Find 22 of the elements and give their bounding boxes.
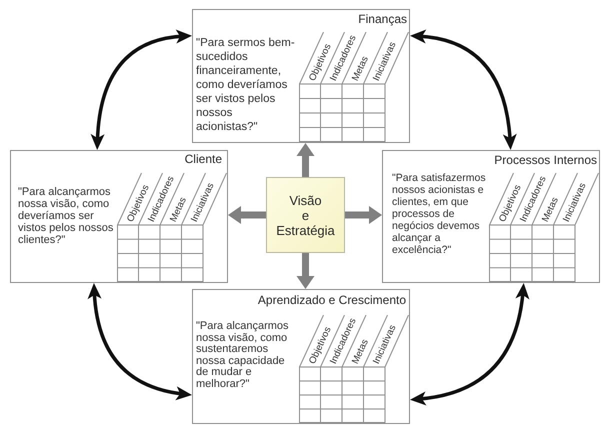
- question-text: "Para alcançarmos nossa visão, como deveríamos ser vistos pelos nossos clientes?": [18, 186, 114, 246]
- perspective-title: Cliente: [184, 152, 222, 166]
- perspective-title: Processos Internos: [494, 153, 597, 167]
- vision-box: [266, 177, 345, 253]
- arrow: [345, 206, 382, 224]
- arrow: [296, 143, 314, 177]
- arrow: [228, 206, 266, 224]
- perspective-title: Aprendizado e Crescimento: [258, 293, 406, 307]
- double-headed-arrow: [90, 30, 192, 150]
- perspective-box: [192, 289, 410, 424]
- double-headed-arrow: [88, 283, 192, 400]
- double-headed-arrow: [410, 283, 530, 406]
- perspective-box: [10, 150, 228, 283]
- perspective-box: [192, 9, 410, 143]
- question-text: "Para alcançarmos nossa visão, como sustentaremos nossa capacidade de mudar e melhorar?": [196, 321, 290, 390]
- perspective-title: Finanças: [358, 12, 407, 26]
- perspective-box: [382, 150, 600, 283]
- question-text: "Para sermos bem-sucedidos financeiramente, como deveríamos ser vistos pelos nossos acionistas?": [196, 36, 296, 134]
- question-text: "Para satisfazermos nossos acionistas e clientes, em que processos de negócios devemos alcançar a excelência?": [392, 172, 487, 256]
- center-label: Visão e Estratégia: [276, 192, 335, 238]
- double-headed-arrow: [410, 30, 516, 150]
- arrow: [296, 253, 314, 289]
